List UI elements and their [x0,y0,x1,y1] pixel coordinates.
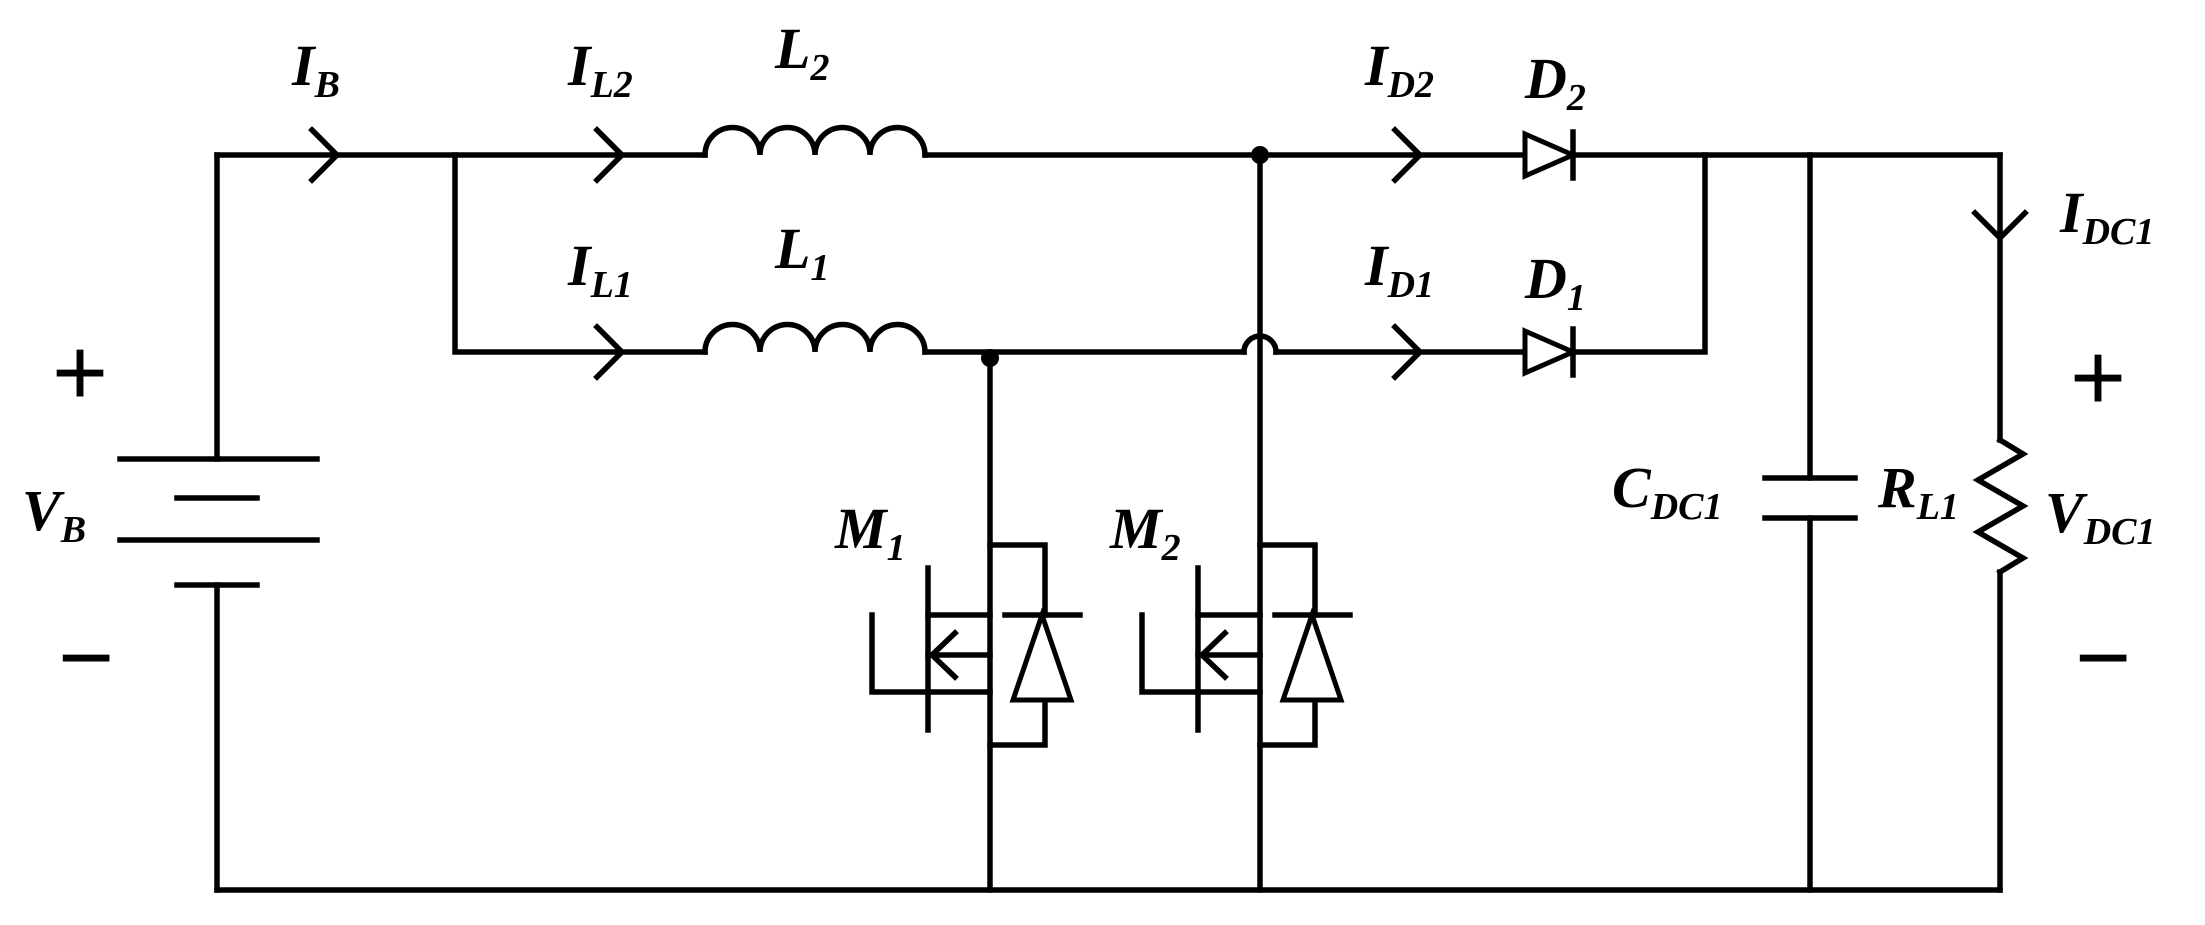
label-il1: IL1 [567,233,633,306]
arrow-il1 [593,323,626,381]
arrow-idc1 [1971,209,2029,242]
label-cdc1: CDC1 [1612,455,1722,528]
label-idc1: IDC1 [2059,180,2154,253]
label-m1: M1 [834,496,906,569]
label-m2: M2 [1109,496,1181,569]
label-id2: ID2 [1364,33,1434,106]
label-il2: IL2 [567,33,633,106]
label-rl1: RL1 [1877,455,1959,528]
inductor-l2 [702,124,928,158]
arrow-id2 [1391,126,1424,184]
capacitor-cdc1 [1762,152,1858,893]
minus-sign-vb: − [58,604,114,711]
mosfet-m2 [1139,152,1353,893]
arrow-il2 [593,126,626,184]
battery-vb [117,152,320,893]
label-ib: IB [291,33,340,106]
plus-sign-vb: + [52,319,108,426]
mosfet-m1 [869,349,1083,893]
label-vdc1: VDC1 [2045,480,2155,553]
label-l1: L1 [774,216,829,289]
resistor-rl1 [1972,152,2029,893]
label-d2: D2 [1524,46,1586,119]
inductor-l1 [702,321,928,355]
arrow-ib [308,126,341,184]
diode-d2 [1522,129,1580,181]
arrow-id1 [1391,323,1424,381]
plus-sign-vdc1: + [2070,324,2126,431]
minus-sign-vdc1: − [2075,604,2131,711]
label-vb: VB [22,478,86,551]
label-id1: ID1 [1364,233,1434,306]
label-l2: L2 [774,16,829,89]
diode-d1 [1522,326,1580,378]
l1-branch-wire [452,152,1708,355]
label-d1: D1 [1524,246,1586,319]
